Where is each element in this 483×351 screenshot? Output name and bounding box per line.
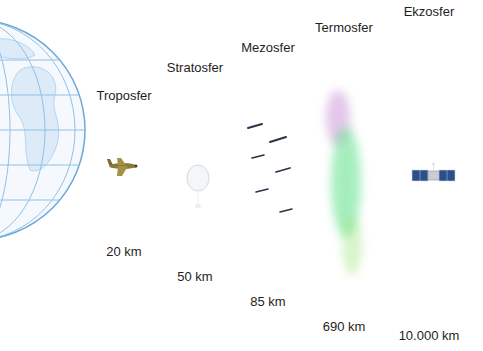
layer-band-shape [384,24,474,324]
layer-band-shape [306,40,382,315]
layer-band-shape [90,108,158,240]
layer-name: Stratosfer [167,60,223,76]
aurora [326,90,362,275]
layer-band [384,24,474,324]
layer-example: Aurora [310,42,370,54]
altitude-label: 690 km [323,319,366,335]
layer-band [232,60,304,290]
altitude-label: 50 km [177,269,212,285]
layer-example: Uydu [388,26,462,38]
atmosphere-layer: TermosferAurora690 km [306,40,382,315]
earth-clouds [398,249,463,312]
layer-band [90,108,158,240]
altitude-label: 10.000 km [399,328,460,344]
layer-name: Ekzosfer [404,4,455,20]
airplane [107,158,138,176]
weather-balloon [187,165,209,208]
stars [321,89,369,290]
layer-example: Meteoroloji Balonu [164,82,218,106]
globe [0,20,90,240]
clouds [103,131,219,251]
atmosphere-layer: Troposfer20 km [90,108,158,240]
layer-name: Mezosfer [241,40,294,56]
layer-band-shape [232,60,304,290]
meteors [248,124,292,212]
layer-example: Meteor [236,62,292,74]
layer-band [306,40,382,315]
layer-name: Troposfer [96,88,151,104]
atmosphere-layer: StratosferMeteoroloji Balonu50 km [160,80,230,265]
layer-band [160,80,230,265]
altitude-label: 85 km [250,294,285,310]
atmosphere-layer: MezosferMeteor85 km [232,60,304,290]
layer-name: Termosfer [315,20,373,36]
atmosphere-layer: EkzosferUydu10.000 km [384,24,474,324]
globe-grid [0,20,90,240]
altitude-label: 20 km [106,244,141,260]
satellite [412,163,455,182]
layer-band-shape [160,80,230,265]
